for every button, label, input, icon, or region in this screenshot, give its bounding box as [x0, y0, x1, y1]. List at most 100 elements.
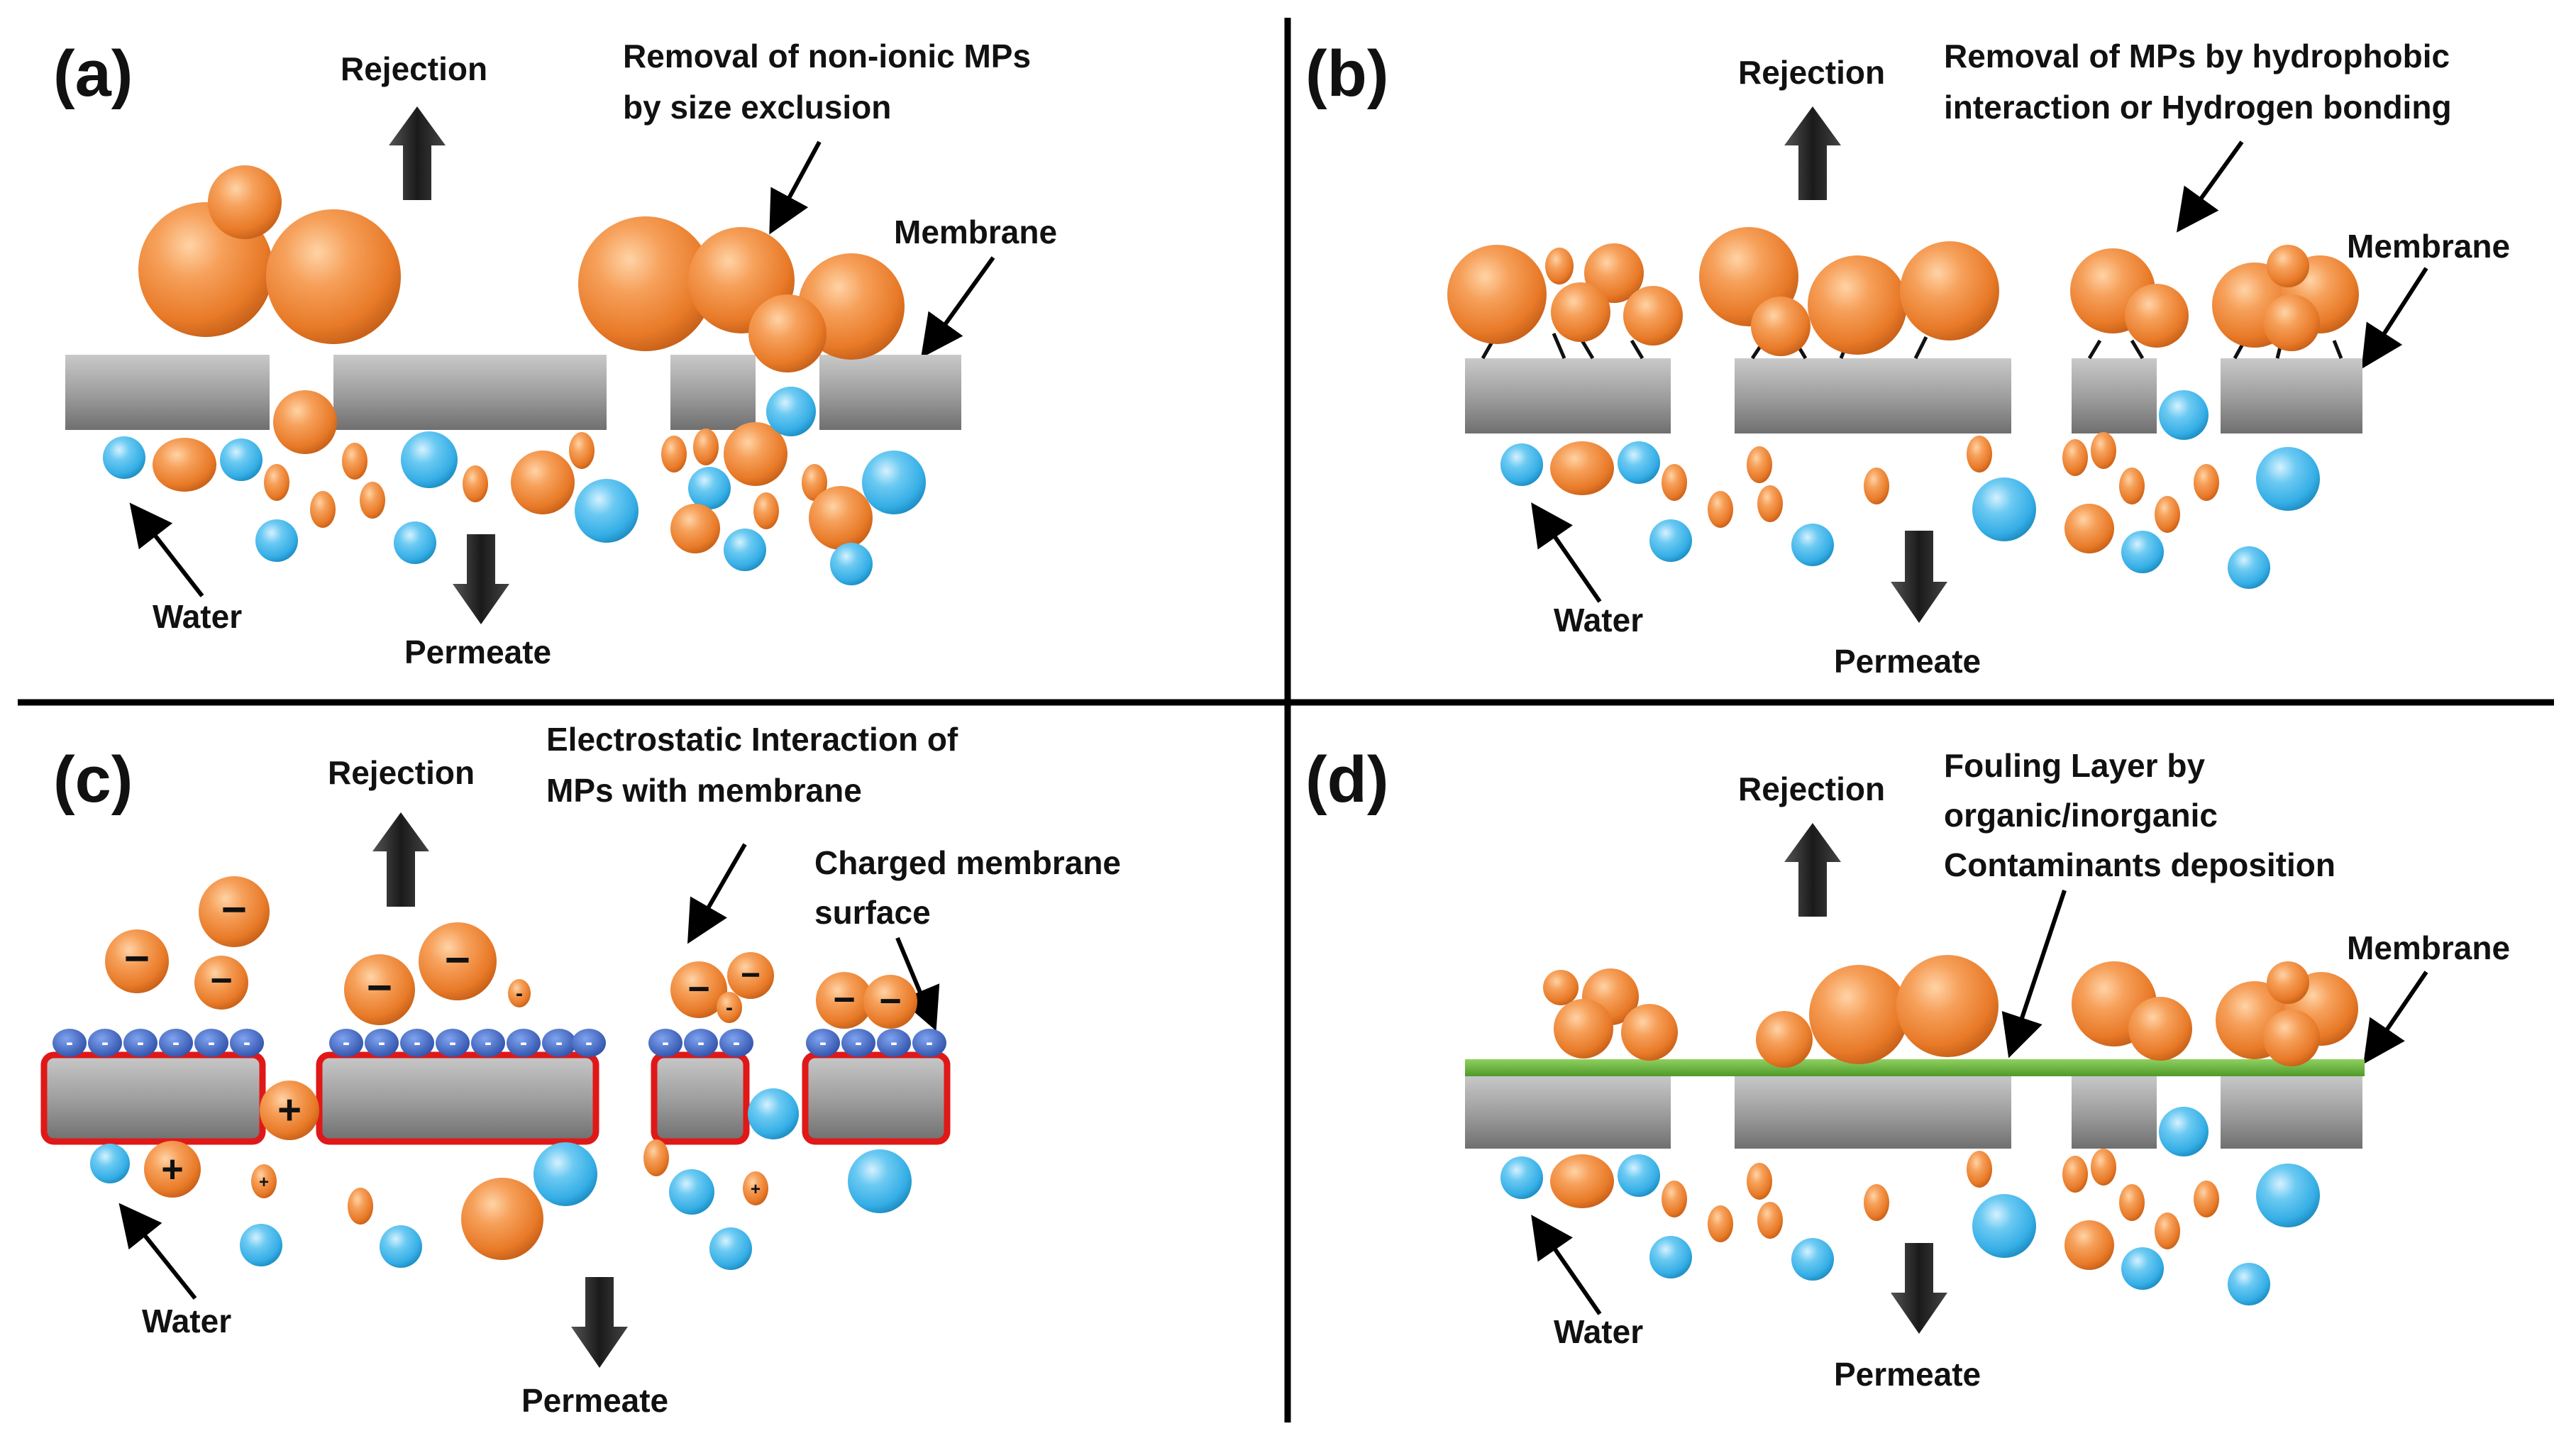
panel-d-caption-line-3: Contaminants deposition	[1944, 846, 2335, 883]
panel-d-rejection-label: Rejection	[1738, 770, 1885, 807]
surface-negative-charge-symbol: -	[855, 1031, 862, 1054]
panel-d-membrane-segment	[2072, 1075, 2157, 1149]
water-molecule	[255, 519, 298, 562]
panel-d-letter: (d)	[1305, 744, 1388, 816]
panel-d-permeate-arrow	[1891, 1243, 1947, 1334]
mp-particle-positive	[260, 1081, 319, 1140]
mp-particle	[2263, 1010, 2320, 1066]
mp-particle	[2091, 432, 2116, 469]
panel-a-water-label: Water	[153, 598, 242, 635]
water-molecule	[2228, 546, 2270, 589]
mp-particle-positive	[743, 1171, 768, 1205]
mp-particle-negative	[105, 929, 169, 993]
mp-particle	[2119, 468, 2145, 504]
positive-charge-symbol: +	[259, 1173, 269, 1192]
panel-a-letter: (a)	[53, 38, 133, 110]
mp-particle	[569, 432, 595, 469]
panel-c-membrane-segment	[316, 1051, 599, 1145]
surface-negative-charge-symbol: -	[697, 1031, 704, 1054]
panel-c-charged-line-2: surface	[814, 894, 931, 931]
surface-negative-charge	[912, 1029, 946, 1057]
panel-a-rejection-arrow	[389, 106, 446, 200]
panel-b: (b) Rejection Removal of MPs by hydropho…	[1305, 38, 2510, 680]
surface-negative-charge	[572, 1029, 606, 1057]
water-molecule	[220, 438, 262, 481]
negative-charge-symbol: −	[687, 968, 710, 1010]
panel-c-caption-line-2: MPs with membrane	[546, 772, 862, 809]
mp-particle-positive	[144, 1141, 201, 1198]
surface-negative-charge-symbol: -	[101, 1031, 109, 1054]
water-molecule	[709, 1227, 752, 1270]
surface-negative-charge-symbol: -	[137, 1031, 144, 1054]
water-molecule	[2256, 1164, 2320, 1227]
mp-particle-negative	[419, 922, 497, 1000]
mp-particle	[348, 1188, 373, 1225]
panel-d-fouling-layer	[1465, 1059, 2365, 1076]
negative-charge-symbol: −	[221, 885, 247, 934]
mp-particle	[1809, 965, 1908, 1064]
panel-c-letter: (c)	[53, 744, 133, 816]
panel-b-permeate-label: Permeate	[1834, 643, 1981, 680]
water-molecule	[766, 387, 816, 436]
panel-d-membrane-segment	[1465, 1075, 1671, 1149]
water-molecule	[2256, 447, 2320, 511]
surface-negative-charge-symbol: -	[819, 1031, 827, 1054]
mp-particle	[578, 216, 713, 351]
water-molecule	[1791, 524, 1834, 566]
panel-d-caption-line-2: organic/inorganic	[1944, 797, 2218, 834]
surface-negative-charge-symbol: -	[208, 1031, 215, 1054]
water-molecule	[2159, 390, 2209, 440]
water-molecule	[1972, 477, 2036, 541]
surface-negative-charge-symbol: -	[890, 1031, 897, 1054]
mp-particle	[1662, 464, 1687, 501]
panel-a-membrane-label: Membrane	[894, 214, 1057, 250]
mp-particle	[1554, 999, 1613, 1059]
panel-b-rejection-label: Rejection	[1738, 54, 1885, 91]
panel-c-membrane-segment	[651, 1051, 750, 1145]
mp-particle	[1543, 970, 1579, 1005]
mp-particle	[208, 165, 282, 239]
surface-negative-charge	[400, 1029, 434, 1057]
panel-a-rejection-label: Rejection	[341, 50, 487, 87]
panel-c-charged-line-1: Charged membrane	[814, 844, 1121, 881]
mp-particle	[2091, 1149, 2116, 1186]
surface-negative-charge	[159, 1029, 193, 1057]
panel-a: (a) Rejection Removal of non-ionic MPs b…	[53, 38, 1057, 670]
mp-particle	[802, 464, 827, 501]
panel-a-membrane-pointer	[920, 256, 995, 358]
mp-particle	[2119, 1184, 2145, 1221]
mp-particle-negative	[199, 876, 270, 947]
mp-particle	[1864, 468, 1889, 504]
mp-particle	[264, 464, 289, 501]
mp-particle	[2155, 1212, 2180, 1249]
panel-b-water-pointer	[1531, 502, 1602, 603]
panel-d-water-pointer	[1531, 1215, 1602, 1315]
mp-particle-positive	[251, 1164, 277, 1198]
mp-particle	[1864, 1184, 1889, 1221]
panel-b-membrane-segment	[2221, 358, 2362, 433]
mp-particle	[1545, 248, 1574, 284]
surface-negative-charge	[230, 1029, 264, 1057]
mp-particle	[1967, 1151, 1992, 1188]
surface-negative-charge-symbol: -	[414, 1031, 421, 1054]
mp-particle	[753, 492, 779, 529]
mp-particle	[1808, 255, 1907, 355]
panel-a-caption-pointer	[769, 140, 822, 235]
water-molecule	[103, 436, 145, 479]
mp-particle-negative	[194, 956, 248, 1010]
mp-particle	[360, 482, 385, 519]
panel-b-permeate-arrow	[1891, 531, 1947, 623]
water-molecule	[2159, 1107, 2209, 1156]
surface-negative-charge	[507, 1029, 541, 1057]
surface-negative-charge	[365, 1029, 399, 1057]
mp-particle-negative	[816, 972, 873, 1029]
mp-particle	[809, 486, 873, 550]
surface-negative-charge	[88, 1029, 122, 1057]
mp-particle	[342, 443, 367, 480]
negative-charge-symbol: −	[833, 978, 856, 1021]
water-molecule	[724, 529, 766, 571]
panel-d-membrane-pointer	[2363, 971, 2428, 1064]
mp-particle	[1584, 243, 1644, 303]
mp-particle	[661, 436, 687, 473]
